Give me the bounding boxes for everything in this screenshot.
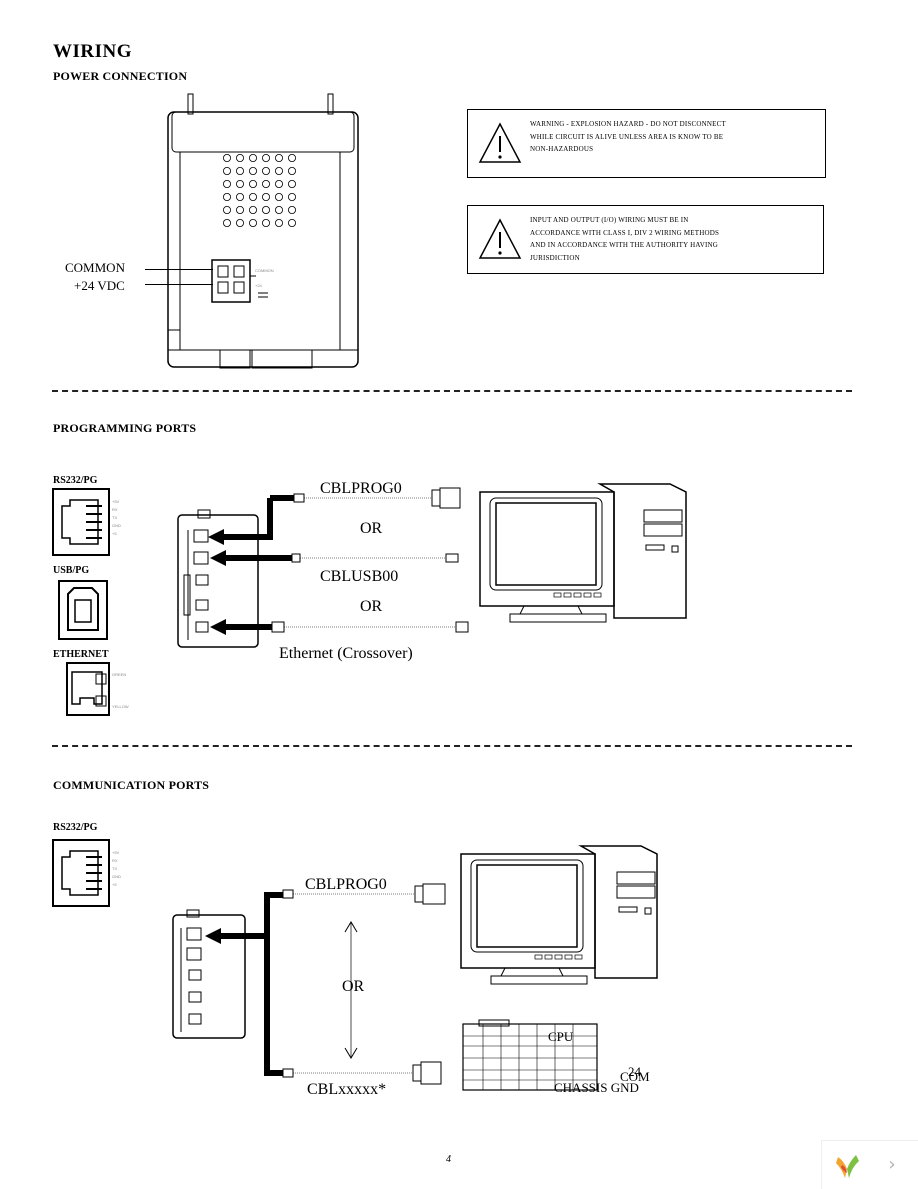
svg-text:TX: TX	[112, 515, 117, 520]
svg-text:GND: GND	[112, 874, 121, 879]
section-title-communication: COMMUNICATION PORTS	[53, 778, 210, 792]
page-number: 4	[446, 1154, 451, 1165]
svg-text:+5V: +5V	[112, 499, 120, 504]
rs232-port-diagram: +5V RX TX GND +5	[52, 488, 121, 556]
warning-box-explosion: WARNING - EXPLOSION HAZARD - DO NOT DISC…	[467, 109, 826, 178]
or-label: OR	[342, 978, 365, 995]
plc-label-24: 24	[628, 1064, 641, 1079]
or-label: OR	[360, 598, 383, 615]
svg-text:COMMON: COMMON	[255, 268, 274, 273]
usb-port-diagram	[58, 580, 108, 640]
port-label-ethernet: ETHERNET	[53, 649, 109, 660]
section-title-power: POWER CONNECTION	[53, 69, 188, 83]
cable-label-cblusb00: CBLUSB00	[320, 568, 399, 585]
warning-triangle-icon	[478, 122, 522, 163]
warning-triangle-icon	[478, 218, 522, 259]
svg-text:YELLOW: YELLOW	[112, 704, 129, 709]
svg-text:+24: +24	[255, 283, 263, 288]
svg-text:+5V: +5V	[112, 850, 120, 855]
common-wire	[145, 269, 213, 270]
svg-text:RX: RX	[112, 507, 118, 512]
svg-text:+5: +5	[112, 882, 117, 887]
page-nav-widget: ›	[821, 1140, 918, 1189]
programming-wiring-diagram	[177, 483, 687, 648]
vdc-wire	[145, 284, 213, 285]
warning-line: NON-HAZARDOUS	[530, 145, 594, 153]
warning-box-wiring: INPUT AND OUTPUT (I/O) WIRING MUST BE IN…	[467, 205, 824, 274]
cable-label-cblxxxxx: CBLxxxxx*	[307, 1081, 387, 1098]
warning-line: INPUT AND OUTPUT (I/O) WIRING MUST BE IN	[530, 216, 689, 224]
page-title: WIRING	[53, 41, 133, 62]
plc-label-cpu: CPU	[548, 1029, 574, 1044]
next-page-button[interactable]: ›	[888, 1154, 896, 1175]
port-label-usb: USB/PG	[53, 565, 90, 576]
ethernet-port-diagram: GREEN YELLOW	[66, 662, 129, 716]
section-title-programming: PROGRAMMING PORTS	[53, 421, 197, 435]
warning-line: AND IN ACCORDANCE WITH THE AUTHORITY HAV…	[530, 241, 719, 249]
plc-label-com: COM	[620, 1069, 650, 1084]
svg-text:GND: GND	[112, 523, 121, 528]
warning-line: WARNING - EXPLOSION HAZARD - DO NOT DISC…	[530, 120, 726, 128]
warning-line: ACCORDANCE WITH CLASS I, DIV 2 WIRING ME…	[530, 228, 720, 237]
svg-text:RX: RX	[112, 858, 118, 863]
warning-line: JURISDICTION	[530, 253, 580, 262]
cable-label-cblprog0: CBLPROG0	[305, 876, 387, 893]
rs232-port-diagram: +5V RX TX GND +5	[52, 839, 121, 907]
or-label: OR	[360, 520, 383, 537]
section-divider	[52, 745, 852, 747]
svg-text:TX: TX	[112, 866, 117, 871]
section-divider	[52, 390, 852, 392]
svg-text:GREEN: GREEN	[112, 672, 126, 677]
cable-label-cblprog0: CBLPROG0	[320, 480, 402, 497]
svg-text:+5: +5	[112, 531, 117, 536]
port-label-rs232: RS232/PG	[53, 822, 98, 833]
cable-label-ethernet: Ethernet (Crossover)	[279, 645, 413, 662]
plc-label-chassis-gnd: CHASSIS GND	[554, 1080, 639, 1095]
port-label-rs232: RS232/PG	[53, 475, 98, 486]
communication-wiring-diagram	[172, 845, 658, 1091]
warning-line: WHILE CIRCUIT IS ALIVE UNLESS AREA IS KN…	[530, 132, 724, 141]
common-label: COMMON	[65, 260, 125, 275]
power-module-drawing: COMMON +24	[167, 93, 359, 369]
vdc-label: +24 VDC	[74, 278, 125, 293]
logo-icon	[836, 1155, 859, 1178]
